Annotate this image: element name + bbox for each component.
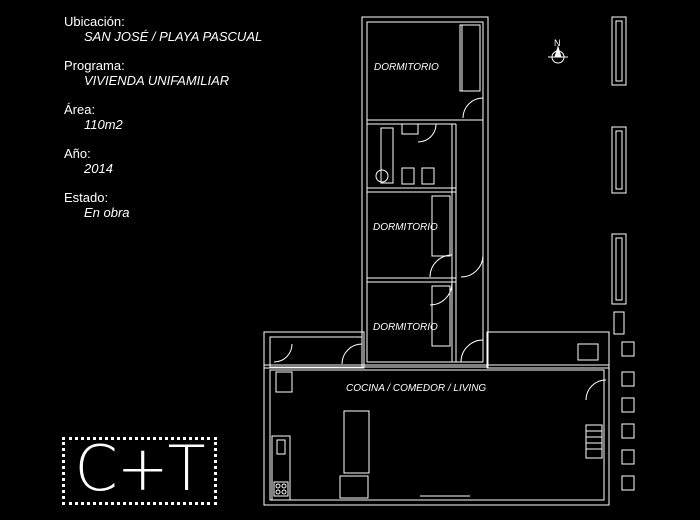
room-label-dormitorio-3: DORMITORIO bbox=[373, 322, 438, 333]
bedroom-wing-walls bbox=[361, 16, 489, 368]
north-arrow-icon bbox=[548, 45, 568, 64]
brand-logo: C+T bbox=[62, 432, 217, 505]
info-label-ano: Año: bbox=[64, 146, 91, 161]
info-value-ubicacion: SAN JOSÉ / PLAYA PASCUAL bbox=[84, 29, 263, 44]
room-label-living: COCINA / COMEDOR / LIVING bbox=[346, 383, 487, 394]
east-windows bbox=[611, 16, 627, 305]
living-block-walls bbox=[263, 331, 610, 506]
info-value-ano: 2014 bbox=[84, 161, 113, 176]
north-label: N bbox=[554, 38, 561, 48]
info-value-area: 110m2 bbox=[84, 117, 123, 132]
room-label-dormitorio-2: DORMITORIO bbox=[373, 222, 438, 233]
info-value-estado: En obra bbox=[84, 205, 130, 220]
info-label-area: Área: bbox=[64, 102, 96, 117]
info-label-ubicacion: Ubicación: bbox=[64, 14, 125, 29]
room-label-dormitorio-1: DORMITORIO bbox=[374, 62, 439, 73]
info-label-programa: Programa: bbox=[64, 58, 125, 73]
info-label-estado: Estado: bbox=[64, 190, 109, 205]
project-info: Ubicación: SAN JOSÉ / PLAYA PASCUAL Prog… bbox=[64, 14, 334, 234]
info-value-programa: VIVIENDA UNIFAMILIAR bbox=[84, 73, 230, 88]
east-columns bbox=[613, 311, 635, 491]
brand-logo-text: C+T bbox=[74, 432, 205, 505]
